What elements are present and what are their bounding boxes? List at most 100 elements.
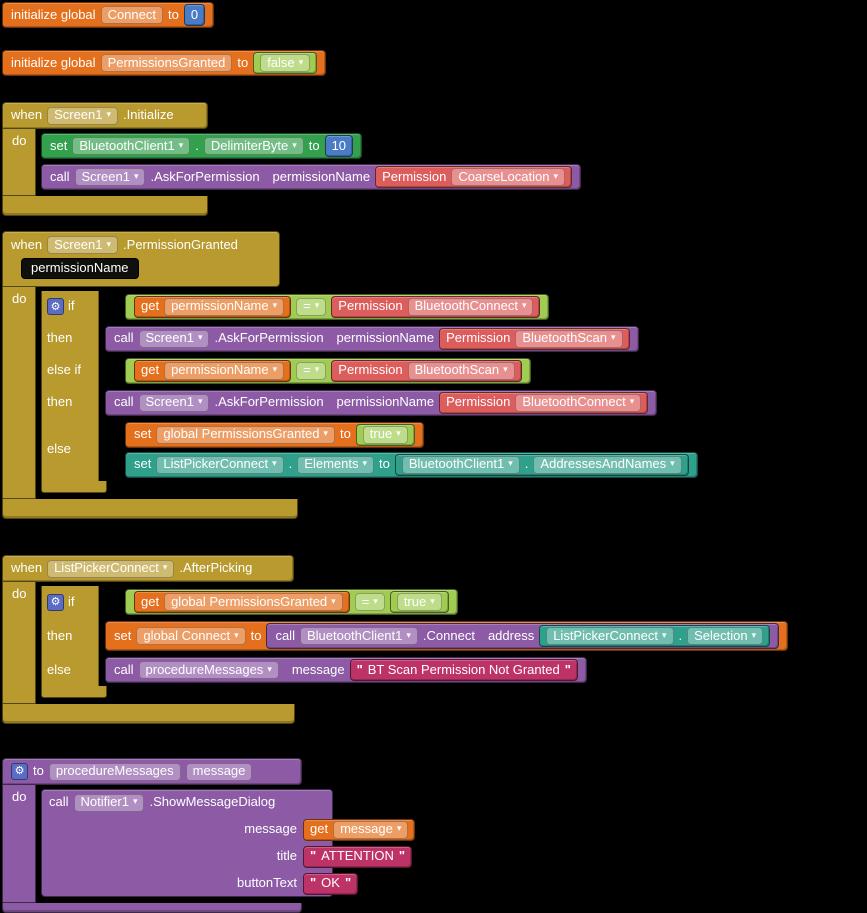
- gear-icon[interactable]: ⚙: [47, 593, 64, 611]
- call-askforpermission-block[interactable]: call Screen1 ▾ .AskForPermission permiss…: [41, 164, 581, 190]
- do-arm: do: [2, 582, 36, 704]
- permission-dropdown[interactable]: BluetoothScan ▾: [407, 361, 515, 380]
- component-dropdown[interactable]: Screen1 ▾: [138, 329, 210, 348]
- quote-icon: ": [344, 875, 352, 891]
- permission-label: Permission: [338, 298, 403, 314]
- equals-block[interactable]: get permissionName ▾ = ▾: [125, 293, 550, 320]
- variable-dropdown[interactable]: global Connect ▾: [136, 627, 246, 645]
- component-dropdown[interactable]: ListPickerConnect ▾: [47, 559, 175, 578]
- component-property-getter-block[interactable]: ListPickerConnect ▾ . Selection ▾: [539, 625, 771, 647]
- if-elseif-else-block[interactable]: ⚙ if get permissionName ▾: [41, 290, 698, 493]
- when-screen1-initialize-block[interactable]: when Screen1 ▾ .Initialize do set Blueto…: [2, 102, 581, 216]
- dropdown-icon: ▾: [503, 365, 508, 376]
- component-dropdown[interactable]: Screen1 ▾: [138, 393, 210, 412]
- operator-dropdown[interactable]: = ▾: [354, 593, 385, 611]
- component-dropdown[interactable]: BluetoothClient1 ▾: [299, 627, 418, 645]
- logic-true-block[interactable]: true ▾: [355, 423, 415, 446]
- set-delimiterbyte-block[interactable]: set BluetoothClient1 ▾ . DelimiterByte ▾…: [41, 133, 363, 159]
- variable-dropdown[interactable]: permissionName ▾: [164, 297, 285, 316]
- event-parameter-chip[interactable]: permissionName: [21, 258, 139, 279]
- permission-value: BluetoothConnect: [414, 298, 518, 314]
- text-string-block[interactable]: " ATTENTION ": [303, 845, 413, 868]
- property-dropdown[interactable]: AddressesAndNames ▾: [533, 455, 682, 474]
- call-askforpermission-block[interactable]: call Screen1 ▾ .AskForPermission permiss…: [105, 325, 639, 352]
- permission-dropdown[interactable]: BluetoothConnect ▾: [407, 297, 534, 316]
- then-label: then: [47, 627, 73, 643]
- variable-name-field[interactable]: PermissionsGranted: [100, 54, 233, 72]
- logic-value-dropdown[interactable]: true ▾: [362, 425, 408, 444]
- when-listpicker-afterpicking-block[interactable]: when ListPickerConnect ▾ .AfterPicking d…: [2, 555, 789, 724]
- operator-dropdown[interactable]: = ▾: [296, 297, 327, 316]
- init-global-permissionsgranted-block[interactable]: initialize global PermissionsGranted to …: [2, 50, 327, 76]
- variable-dropdown[interactable]: global PermissionsGranted ▾: [164, 593, 343, 611]
- get-variable-block[interactable]: get permissionName ▾: [134, 295, 292, 318]
- logic-false-block[interactable]: false ▾: [253, 52, 318, 74]
- get-variable-block[interactable]: get message ▾: [303, 818, 416, 841]
- call-header-row: call Notifier1 ▾ .ShowMessageDialog: [41, 789, 415, 816]
- equals-block[interactable]: get permissionName ▾ = ▾: [125, 357, 531, 384]
- component-dropdown[interactable]: Screen1 ▾: [74, 168, 146, 186]
- variable-name-field[interactable]: Connect: [100, 6, 163, 24]
- get-variable-block[interactable]: get permissionName ▾: [134, 359, 292, 382]
- component-dropdown[interactable]: BluetoothClient1 ▾: [72, 137, 191, 155]
- if-else-block[interactable]: ⚙ if get global PermissionsGranted ▾: [41, 586, 789, 698]
- procedure-name-field[interactable]: procedureMessages: [48, 762, 181, 781]
- event-header[interactable]: when Screen1 ▾ .PermissionGranted permis…: [2, 231, 280, 287]
- event-header[interactable]: when ListPickerConnect ▾ .AfterPicking: [2, 555, 294, 582]
- variable-dropdown[interactable]: global PermissionsGranted ▾: [156, 425, 335, 444]
- gear-icon[interactable]: ⚙: [11, 763, 28, 780]
- when-screen1-permissiongranted-block[interactable]: when Screen1 ▾ .PermissionGranted permis…: [2, 231, 698, 519]
- set-global-permissionsgranted-block[interactable]: set global PermissionsGranted ▾ to true …: [125, 421, 424, 448]
- permission-dropdown[interactable]: BluetoothScan ▾: [515, 329, 623, 348]
- logic-value-dropdown[interactable]: false ▾: [260, 54, 311, 72]
- procedure-header[interactable]: ⚙ to procedureMessages message: [2, 758, 302, 785]
- call-showmessagedialog-block[interactable]: call Notifier1 ▾ .ShowMessageDialog mess…: [41, 789, 416, 897]
- equals-block[interactable]: get global PermissionsGranted ▾ = ▾: [125, 589, 458, 615]
- property-dropdown[interactable]: DelimiterByte ▾: [203, 137, 304, 155]
- permission-block[interactable]: Permission CoarseLocation ▾: [375, 166, 572, 188]
- permission-dropdown[interactable]: BluetoothConnect ▾: [515, 393, 642, 412]
- component-dropdown[interactable]: ListPickerConnect ▾: [156, 455, 284, 474]
- component-property-getter-block[interactable]: BluetoothClient1 ▾ . AddressesAndNames ▾: [394, 453, 689, 476]
- permission-block[interactable]: Permission BluetoothScan ▾: [439, 327, 630, 350]
- permission-dropdown[interactable]: CoarseLocation ▾: [451, 168, 565, 186]
- operator-dropdown[interactable]: = ▾: [296, 361, 327, 380]
- do-label: do: [12, 290, 27, 306]
- permission-block[interactable]: Permission BluetoothConnect ▾: [439, 391, 649, 414]
- component-dropdown[interactable]: Notifier1 ▾: [73, 793, 145, 812]
- event-header[interactable]: when Screen1 ▾ .Initialize: [2, 102, 208, 129]
- logic-value-dropdown[interactable]: true ▾: [396, 593, 442, 611]
- if-block-footer: [41, 480, 107, 493]
- permission-block[interactable]: Permission BluetoothConnect ▾: [331, 295, 541, 318]
- gear-icon[interactable]: ⚙: [47, 298, 64, 316]
- component-dropdown[interactable]: ListPickerConnect ▾: [546, 627, 674, 645]
- variable-dropdown[interactable]: message ▾: [333, 820, 409, 839]
- parameter-field[interactable]: message: [185, 762, 253, 781]
- call-askforpermission-block[interactable]: call Screen1 ▾ .AskForPermission permiss…: [105, 389, 658, 416]
- number-block[interactable]: 0: [183, 4, 206, 26]
- property-dropdown[interactable]: Selection ▾: [687, 627, 764, 645]
- component-name: Screen1: [145, 330, 194, 346]
- call-bluetooth-connect-block[interactable]: call BluetoothClient1 ▾ .Connect address…: [266, 623, 780, 649]
- text-string-block[interactable]: " BT Scan Permission Not Granted ": [349, 659, 578, 681]
- property-dropdown[interactable]: Elements ▾: [297, 455, 375, 474]
- get-variable-block[interactable]: get global PermissionsGranted ▾: [134, 591, 350, 613]
- if-label-cell: ⚙ if: [41, 586, 99, 618]
- component-dropdown[interactable]: Screen1 ▾: [47, 236, 119, 254]
- event-header-row: when Screen1 ▾ .PermissionGranted: [11, 236, 271, 254]
- call-label: call: [114, 394, 134, 410]
- text-string-block[interactable]: " OK ": [303, 872, 359, 895]
- init-global-connect-block[interactable]: initialize global Connect to 0: [2, 2, 215, 28]
- set-global-connect-block[interactable]: set global Connect ▾ to call BluetoothCl…: [105, 621, 789, 651]
- number-block[interactable]: 10: [324, 135, 354, 157]
- procedure-dropdown[interactable]: procedureMessages ▾: [138, 661, 279, 679]
- procedure-definition-block[interactable]: ⚙ to procedureMessages message do call N…: [2, 758, 416, 913]
- permission-block[interactable]: Permission BluetoothScan ▾: [331, 359, 522, 382]
- logic-true-block[interactable]: true ▾: [389, 591, 449, 613]
- call-proceduremessages-block[interactable]: call procedureMessages ▾ message " BT Sc…: [105, 657, 587, 683]
- component-dropdown[interactable]: Screen1 ▾: [47, 106, 119, 125]
- set-listpicker-elements-block[interactable]: set ListPickerConnect ▾ . Elements ▾ to: [125, 451, 698, 478]
- number-value: 0: [190, 6, 199, 22]
- component-dropdown[interactable]: BluetoothClient1 ▾: [401, 455, 520, 474]
- variable-dropdown[interactable]: permissionName ▾: [164, 361, 285, 380]
